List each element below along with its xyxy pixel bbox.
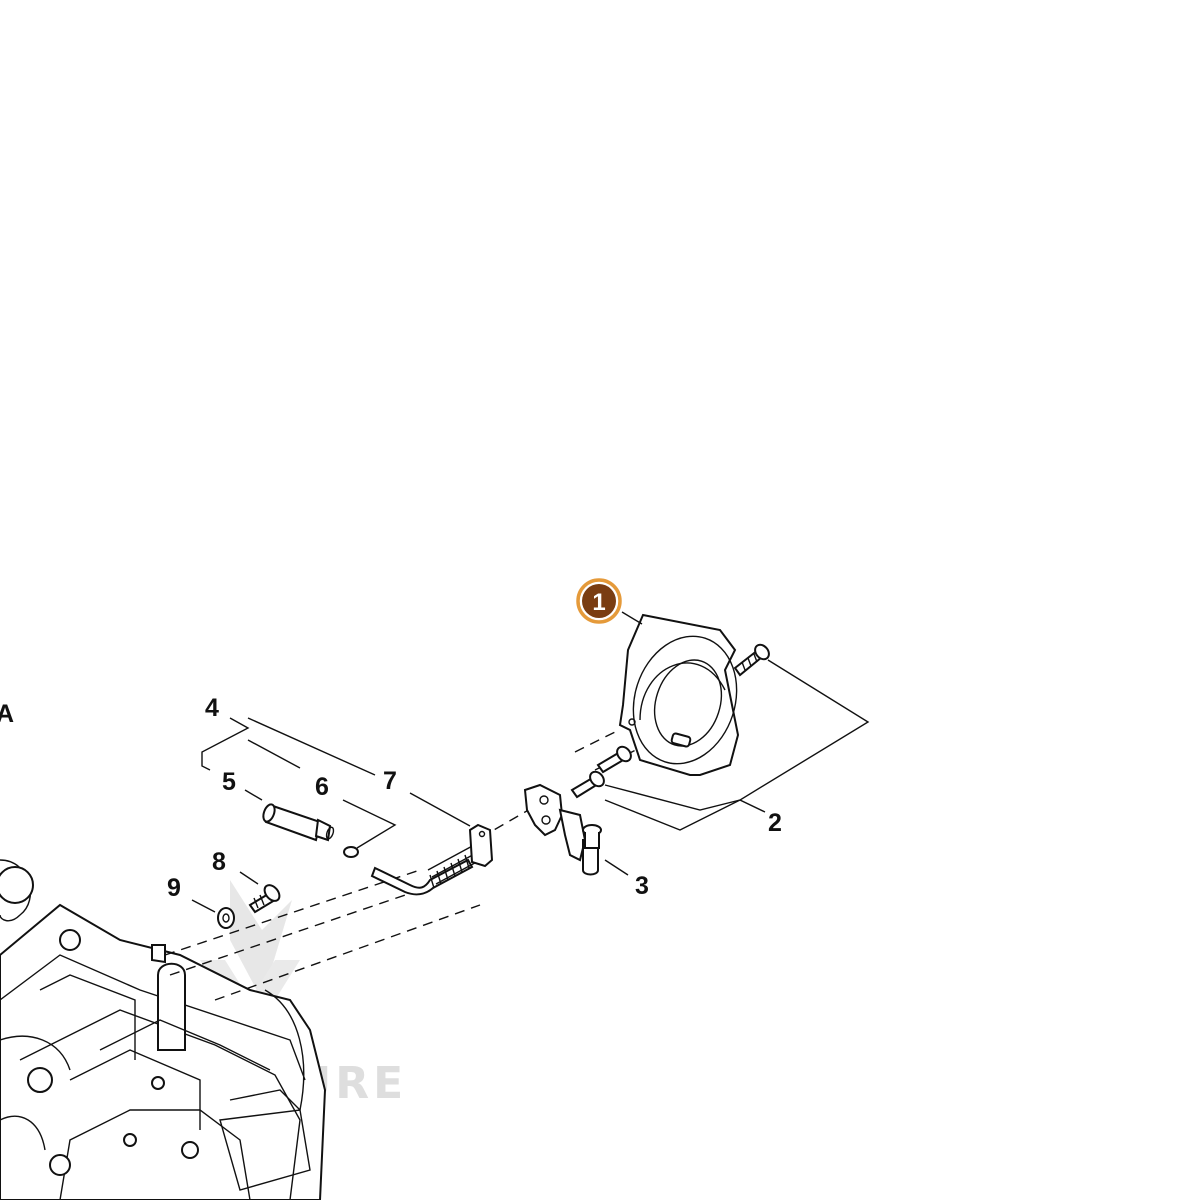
callout-1[interactable]: 1 [592,589,605,616]
callout-labels: 4 5 6 7 8 9 3 2 [167,694,782,902]
highlight-disc [582,584,616,618]
part-2-screws [570,745,632,799]
callout-8[interactable]: 8 [212,848,226,876]
part-3-bracket [523,783,602,876]
section-letter: A [0,700,14,728]
callout-5[interactable]: 5 [222,768,236,796]
part-7-rod-spring [370,823,494,896]
alignment-lines [164,731,641,1001]
callout-6[interactable]: 6 [315,773,329,801]
callout-2[interactable]: 2 [768,809,782,837]
screw-plate-upper [733,643,770,677]
callout-1-badge[interactable]: 1 [576,578,622,624]
callout-4[interactable]: 4 [205,694,219,722]
callout-7[interactable]: 7 [383,767,397,795]
part-1-cover-plate[interactable] [617,613,752,777]
housing-assembly [0,859,327,1200]
callout-9[interactable]: 9 [167,874,181,902]
part-8-screw [248,884,281,914]
part-9-washer [217,907,235,929]
highlight-ring [576,578,622,624]
callout-3[interactable]: 3 [635,872,649,900]
part-5-pin [262,803,335,842]
leader-lines [191,611,870,913]
part-6-o-ring [343,846,359,858]
